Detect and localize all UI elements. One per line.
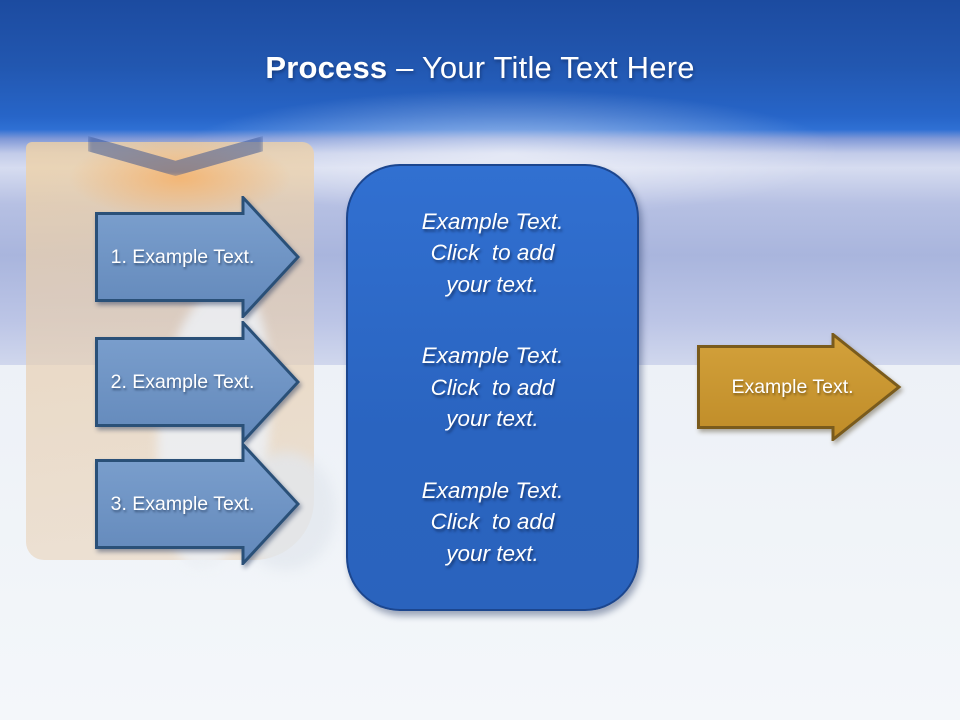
right-arrow-shape bbox=[95, 196, 300, 318]
panel-text-block-2[interactable]: Example Text. Click to add your text. bbox=[421, 343, 564, 432]
right-arrow-shape bbox=[95, 443, 300, 565]
panel-text-block-3[interactable]: Example Text. Click to add your text. bbox=[421, 477, 564, 566]
right-arrow-shape bbox=[95, 321, 300, 443]
title-emphasis: Process bbox=[265, 50, 388, 85]
right-arrow-shape bbox=[697, 333, 902, 441]
content-panel[interactable]: Example Text. Click to add your text. Ex… bbox=[346, 164, 639, 611]
step-arrow-1-label: 1. Example Text. bbox=[110, 245, 255, 268]
step-arrow-2[interactable]: 2. Example Text. bbox=[95, 321, 300, 443]
title-text: – Your Title Text Here bbox=[387, 50, 695, 85]
result-arrow-label: Example Text. bbox=[731, 375, 854, 398]
step-arrow-1[interactable]: 1. Example Text. bbox=[95, 196, 300, 318]
panel-text-block-1[interactable]: Example Text. Click to add your text. bbox=[421, 208, 564, 297]
slide-title[interactable]: Process – Your Title Text Here bbox=[0, 50, 960, 86]
result-arrow[interactable]: Example Text. bbox=[697, 333, 902, 441]
step-arrow-3[interactable]: 3. Example Text. bbox=[95, 443, 300, 565]
step-arrow-2-label: 2. Example Text. bbox=[110, 370, 255, 393]
step-arrow-3-label: 3. Example Text. bbox=[110, 492, 255, 515]
